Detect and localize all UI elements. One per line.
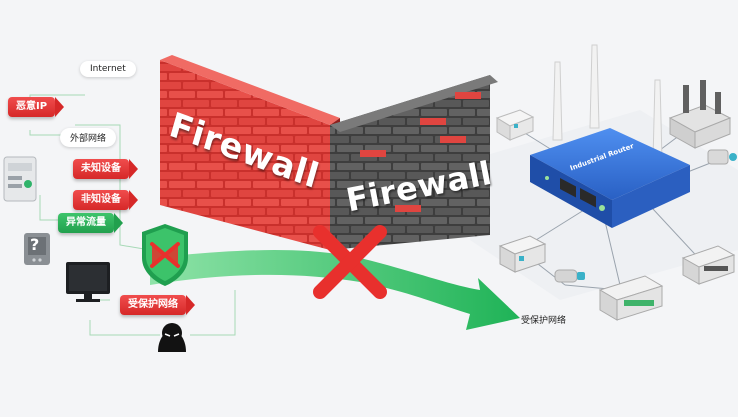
internet-label: Internet — [80, 61, 136, 77]
monitor-icon — [66, 262, 110, 302]
industrial-router — [530, 44, 690, 228]
protected-network-label: 受保护网络 — [521, 316, 567, 326]
network-device-icon — [3, 156, 37, 202]
protected-traffic-arrow — [150, 250, 520, 330]
malicious-ip-badge: 恶意IP — [8, 97, 65, 117]
sensor-icon-right — [707, 149, 737, 165]
firewall-wall-right — [330, 75, 498, 250]
unknown-device-badge-2: 非知设备 — [73, 190, 138, 210]
hacker-icon — [158, 323, 186, 352]
protected-network-badge: 受保护网络 — [120, 295, 195, 315]
blocked-x-icon — [313, 225, 387, 299]
right-devices — [495, 80, 737, 321]
factory-icon — [668, 80, 732, 149]
left-devices — [3, 156, 186, 352]
unknown-device-badge: 未知设备 — [73, 159, 138, 179]
question-mark-icon: ? — [30, 235, 40, 254]
external-network-label: 外部网络 — [60, 128, 117, 147]
unknown-device-icon — [24, 233, 50, 265]
shield-icon — [142, 224, 188, 286]
switch-device-top — [495, 109, 535, 141]
io-module-left — [498, 235, 547, 273]
abnormal-traffic-badge: 异常流量 — [58, 213, 123, 233]
io-module-right — [681, 245, 736, 285]
io-module-bottom — [598, 275, 664, 321]
sensor-icon-middle — [554, 269, 585, 283]
